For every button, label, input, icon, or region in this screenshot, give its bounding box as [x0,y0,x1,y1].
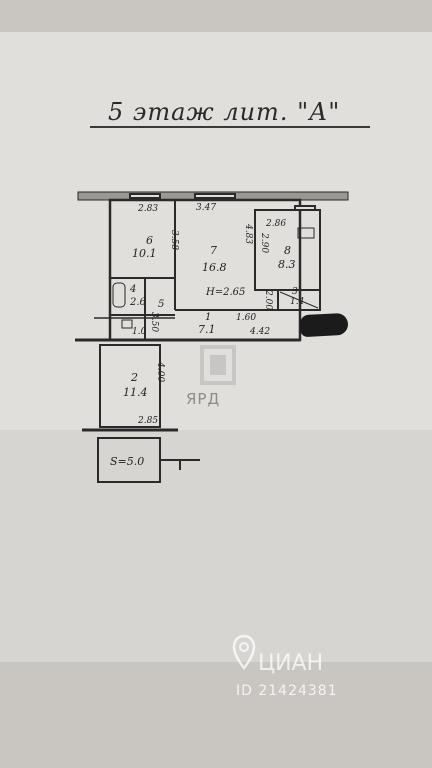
dimension-label: 1.60 [236,313,257,323]
room-number: 8 [284,244,291,257]
room-area: 11.4 [123,386,148,399]
room-number: 6 [146,234,153,247]
dimension-label: 4.83 [243,224,253,245]
dimension-label: 2.90 [259,233,269,254]
dimension-label: 3.47 [196,203,217,213]
watermark-brand: ЦИАН [258,651,324,676]
room-area: 16.8 [202,261,227,274]
vent-diagonal [279,291,319,309]
location-pin-icon [232,634,256,670]
room-area: 1.0 [132,327,147,337]
room-area: 2.6 [130,297,146,308]
room-number: 7 [210,244,217,257]
dimension-label: 3.58 [169,230,179,251]
paper-sheet-lower [0,430,432,662]
redaction-mark [299,312,349,338]
stove-symbol [297,227,315,239]
dimension-label: 2.86 [266,219,287,229]
dimension-label: 4.00 [155,362,165,383]
room-area: 7.1 [198,323,216,336]
agency-logo-icon [200,345,236,385]
watermark-id: ID 21424381 [236,683,338,699]
bath-symbol [112,282,126,308]
room-number: 3 [292,287,298,297]
window-room6 [129,193,161,199]
room-area: 8.3 [278,258,296,271]
ceiling-height-label: H=2.65 [206,287,246,298]
room-number: 4 [130,284,137,295]
room3-outline [277,289,321,311]
room-area: 1.4 [290,297,305,307]
dimension-label: 2.85 [138,416,159,426]
window-room7 [194,193,236,199]
room-number: 2 [131,371,138,384]
room-number: 5 [158,299,165,310]
dimension-label: 2.83 [138,204,159,214]
agency-logo-text: ЯРД [186,390,221,408]
room-number: 1 [205,312,212,323]
window-room8 [294,205,316,211]
dimension-label: 3.50 [149,312,159,333]
dimension-label: 4.42 [250,327,271,337]
balcony-area-label: S=5.0 [110,455,145,468]
toilet-symbol [121,319,133,329]
dimension-label: 2.00 [263,290,273,311]
floor-title: 5 этаж лит. "А" [108,98,341,126]
room-area: 10.1 [132,247,157,260]
title-underline [90,126,370,128]
